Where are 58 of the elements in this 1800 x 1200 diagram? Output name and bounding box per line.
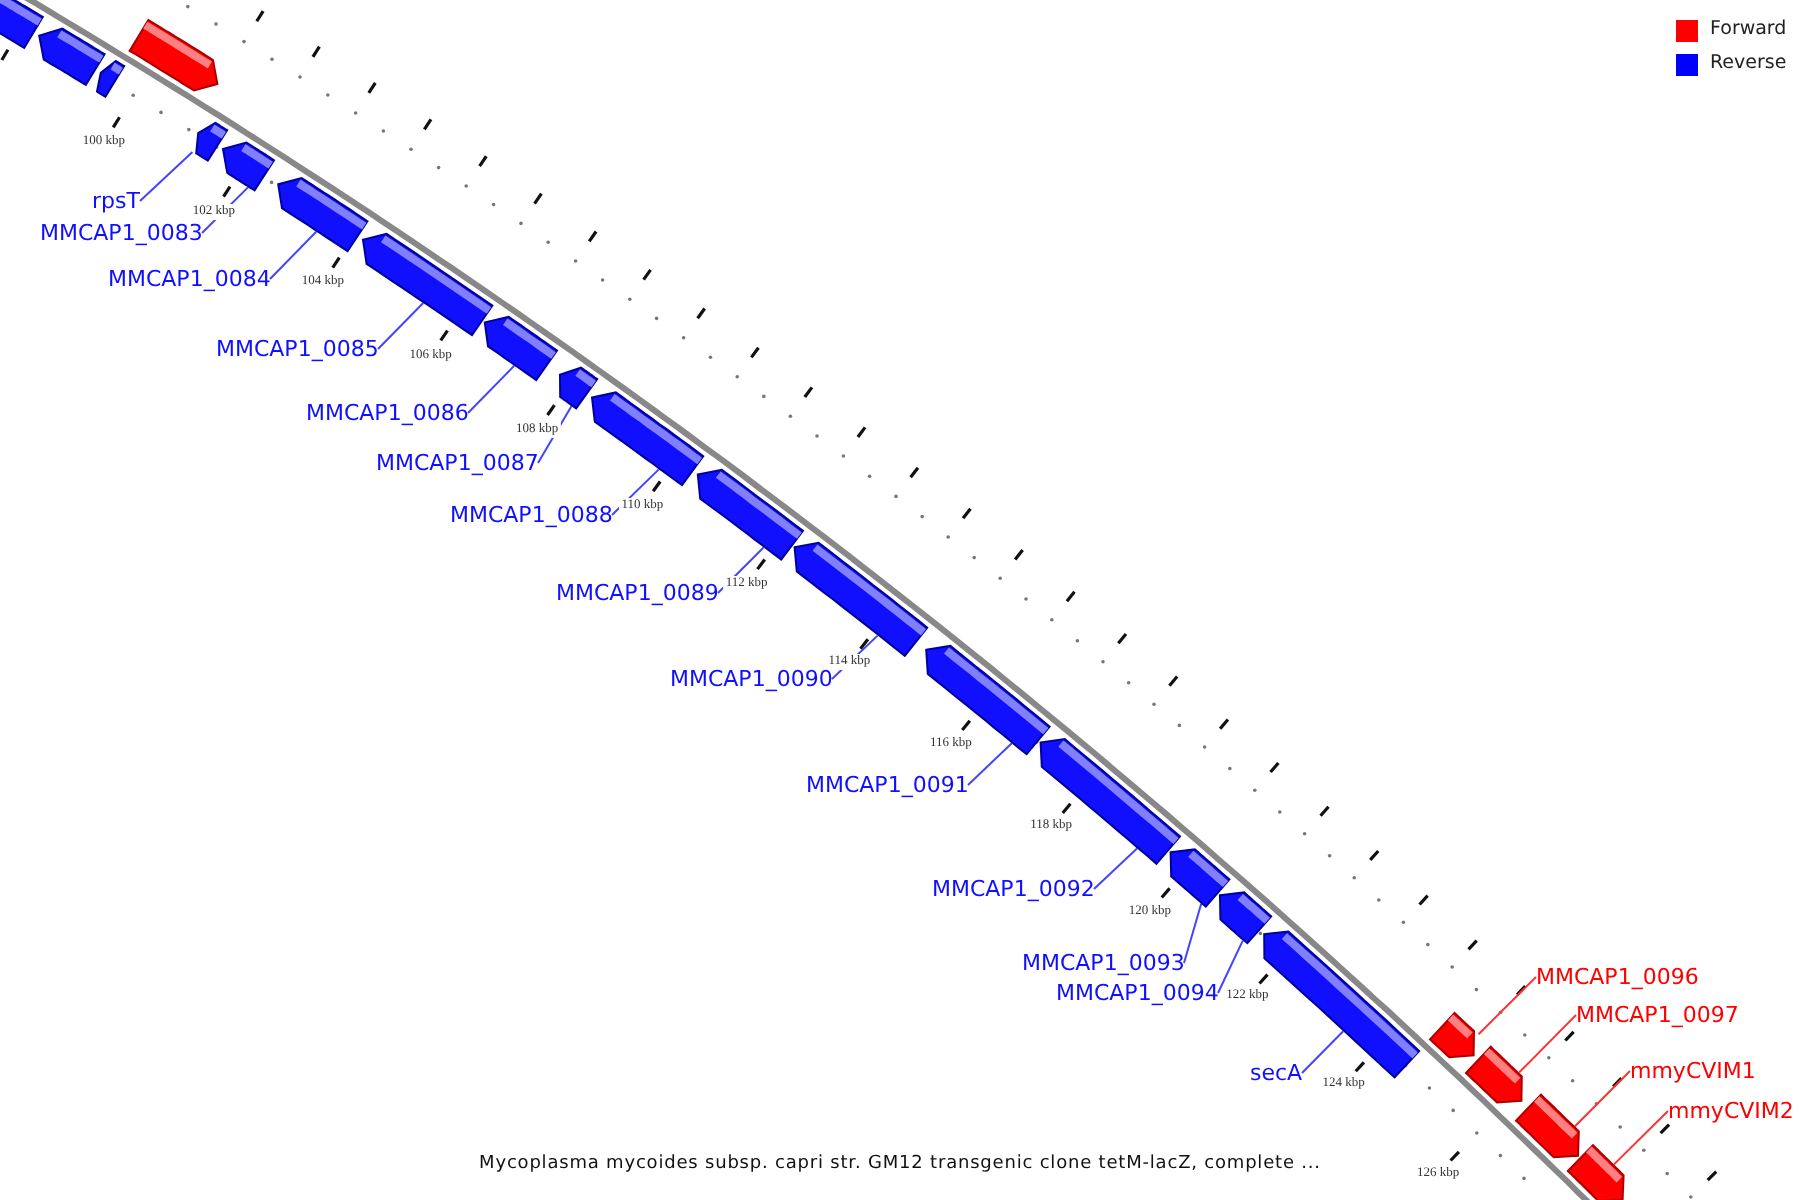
legend-label: Forward <box>1710 18 1787 42</box>
gene-block <box>221 141 276 192</box>
gene-label: MMCAP1_0088 <box>450 502 613 528</box>
leader-line <box>139 151 194 202</box>
gene-block <box>559 366 599 410</box>
gene-block <box>1219 891 1273 945</box>
gene-label: MMCAP1_0087 <box>376 450 539 476</box>
gene-block <box>277 176 369 253</box>
gene-label: MMCAP1_0094 <box>1056 980 1219 1006</box>
gene-block <box>590 391 705 487</box>
gene-label: MMCAP1_0084 <box>108 266 271 292</box>
gene-block <box>696 468 805 561</box>
leader-line <box>1518 1014 1577 1074</box>
gene-block <box>793 541 929 658</box>
leader-line <box>1613 1110 1669 1166</box>
gene-label: MMCAP1_0096 <box>1536 964 1699 990</box>
leader-line <box>831 634 879 680</box>
leader-line <box>269 230 318 280</box>
leader-line <box>717 546 765 594</box>
gene-block <box>361 232 494 337</box>
leader-line <box>967 742 1013 786</box>
leader-line <box>1574 1070 1631 1128</box>
gene-block <box>1566 1143 1625 1200</box>
gene-block <box>1169 848 1231 908</box>
gene-label: rpsT <box>92 188 140 214</box>
gene-label: MMCAP1_0086 <box>306 400 469 426</box>
gene-label: MMCAP1_0089 <box>556 580 719 606</box>
leader-line <box>377 302 425 350</box>
leader-line <box>1093 847 1138 890</box>
gene-block <box>1464 1045 1523 1104</box>
gene-label: mmyCVIM1 <box>1630 1058 1756 1084</box>
gene-block <box>483 315 559 382</box>
gene-label: MMCAP1_0083 <box>40 220 203 246</box>
gene-label: MMCAP1_0097 <box>1576 1002 1739 1028</box>
gene-block <box>1428 1011 1475 1059</box>
leader-line <box>467 364 516 414</box>
gene-label: mmyCVIM2 <box>1668 1098 1794 1124</box>
leader-line <box>1477 976 1537 1036</box>
gene-label: MMCAP1_0090 <box>670 666 833 692</box>
leader-line <box>537 405 573 464</box>
gene-block <box>95 59 126 99</box>
leader-line <box>1217 939 1244 994</box>
leader-line <box>1183 902 1203 964</box>
legend-label: Reverse <box>1710 52 1787 76</box>
gene-block <box>1514 1093 1580 1159</box>
gene-block <box>128 18 219 92</box>
gene-label: MMCAP1_0092 <box>932 876 1095 902</box>
leader-line <box>1301 1030 1345 1074</box>
gene-label: secA <box>1250 1060 1303 1086</box>
gene-label: MMCAP1_0091 <box>806 772 969 798</box>
gene-label: MMCAP1_0085 <box>216 336 379 362</box>
caption: Mycoplasma mycoides subsp. capri str. GM12 transgenic clone tetM-lacZ, complete ... <box>479 1154 1321 1174</box>
gene-block <box>38 27 106 87</box>
leader-line <box>611 468 660 516</box>
gene-block <box>195 121 229 162</box>
gene-label: MMCAP1_0093 <box>1022 950 1185 976</box>
gene-block <box>0 0 45 50</box>
leader-line <box>201 186 249 234</box>
